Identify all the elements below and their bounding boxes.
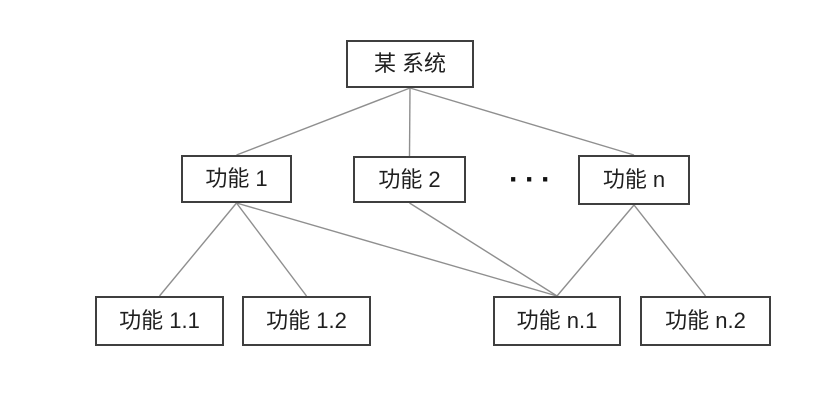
node-system-label: 某 系统 [373,51,447,76]
node-function-1-2: 功能 1.2 [242,296,371,346]
ellipsis-more-functions: ··· [509,163,557,196]
node-function-1-label: 功能 1 [205,166,268,191]
node-function-1: 功能 1 [181,155,292,203]
node-function-n-1: 功能 n.1 [493,296,621,346]
node-function-2-label: 功能 2 [378,166,441,192]
node-function-1-1-label: 功能 1.1 [119,308,200,333]
node-function-n-1-label: 功能 n.1 [516,308,598,333]
node-system: 某 系统 [346,40,474,88]
node-function-n: 功能 n [578,155,690,205]
node-function-2: 功能 2 [353,156,466,203]
node-function-1-2-label: 功能 1.2 [266,308,347,333]
node-function-1-1: 功能 1.1 [95,296,224,346]
node-function-n-2-label: 功能 n.2 [665,308,746,333]
node-function-n-2: 功能 n.2 [640,296,771,346]
node-function-n-label: 功能 n [602,167,666,192]
